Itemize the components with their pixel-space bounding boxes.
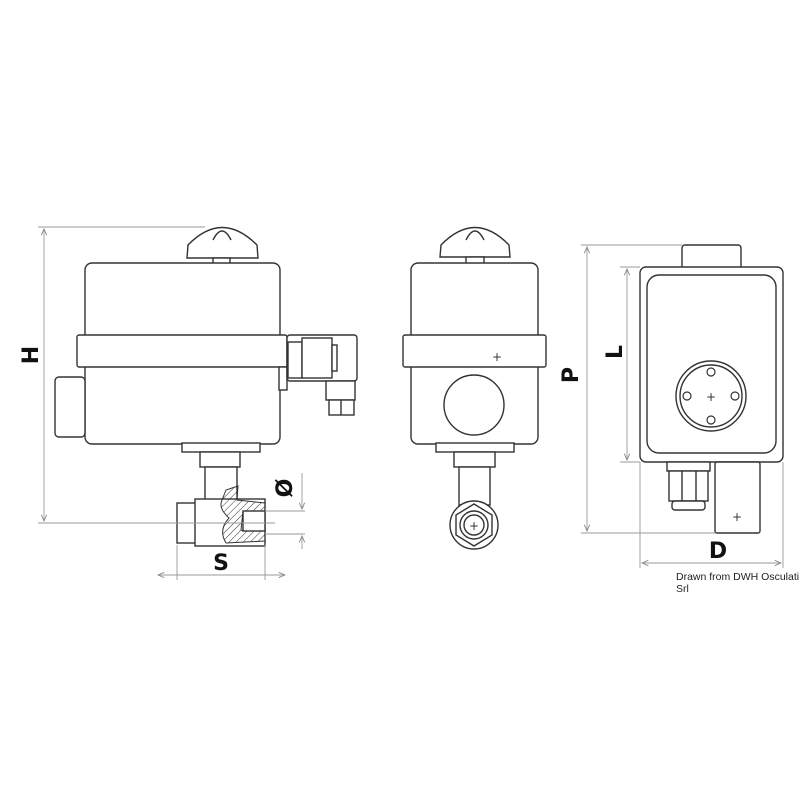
side-cap [54, 376, 86, 438]
dimension-p-label: P [559, 367, 584, 383]
dimension-h-label: H [19, 346, 44, 364]
svg-text:+: + [492, 350, 502, 364]
ball-valve [176, 485, 266, 547]
svg-text:+: + [469, 519, 479, 533]
svg-text:+: + [706, 390, 716, 404]
top-view: + + P L D [559, 244, 784, 568]
dimension-d-label: D [709, 539, 727, 564]
dimension-diameter-label: Ø [273, 478, 298, 497]
front-view: + + [402, 226, 547, 550]
svg-text:+: + [732, 510, 742, 524]
credit-text: Drawn from DWH Osculati Srl [676, 571, 800, 595]
dimension-l-label: L [603, 345, 628, 359]
side-view: H S Ø [19, 226, 358, 580]
housing-band [76, 334, 288, 368]
dimension-s-label: S [213, 551, 229, 576]
knob [186, 226, 259, 259]
